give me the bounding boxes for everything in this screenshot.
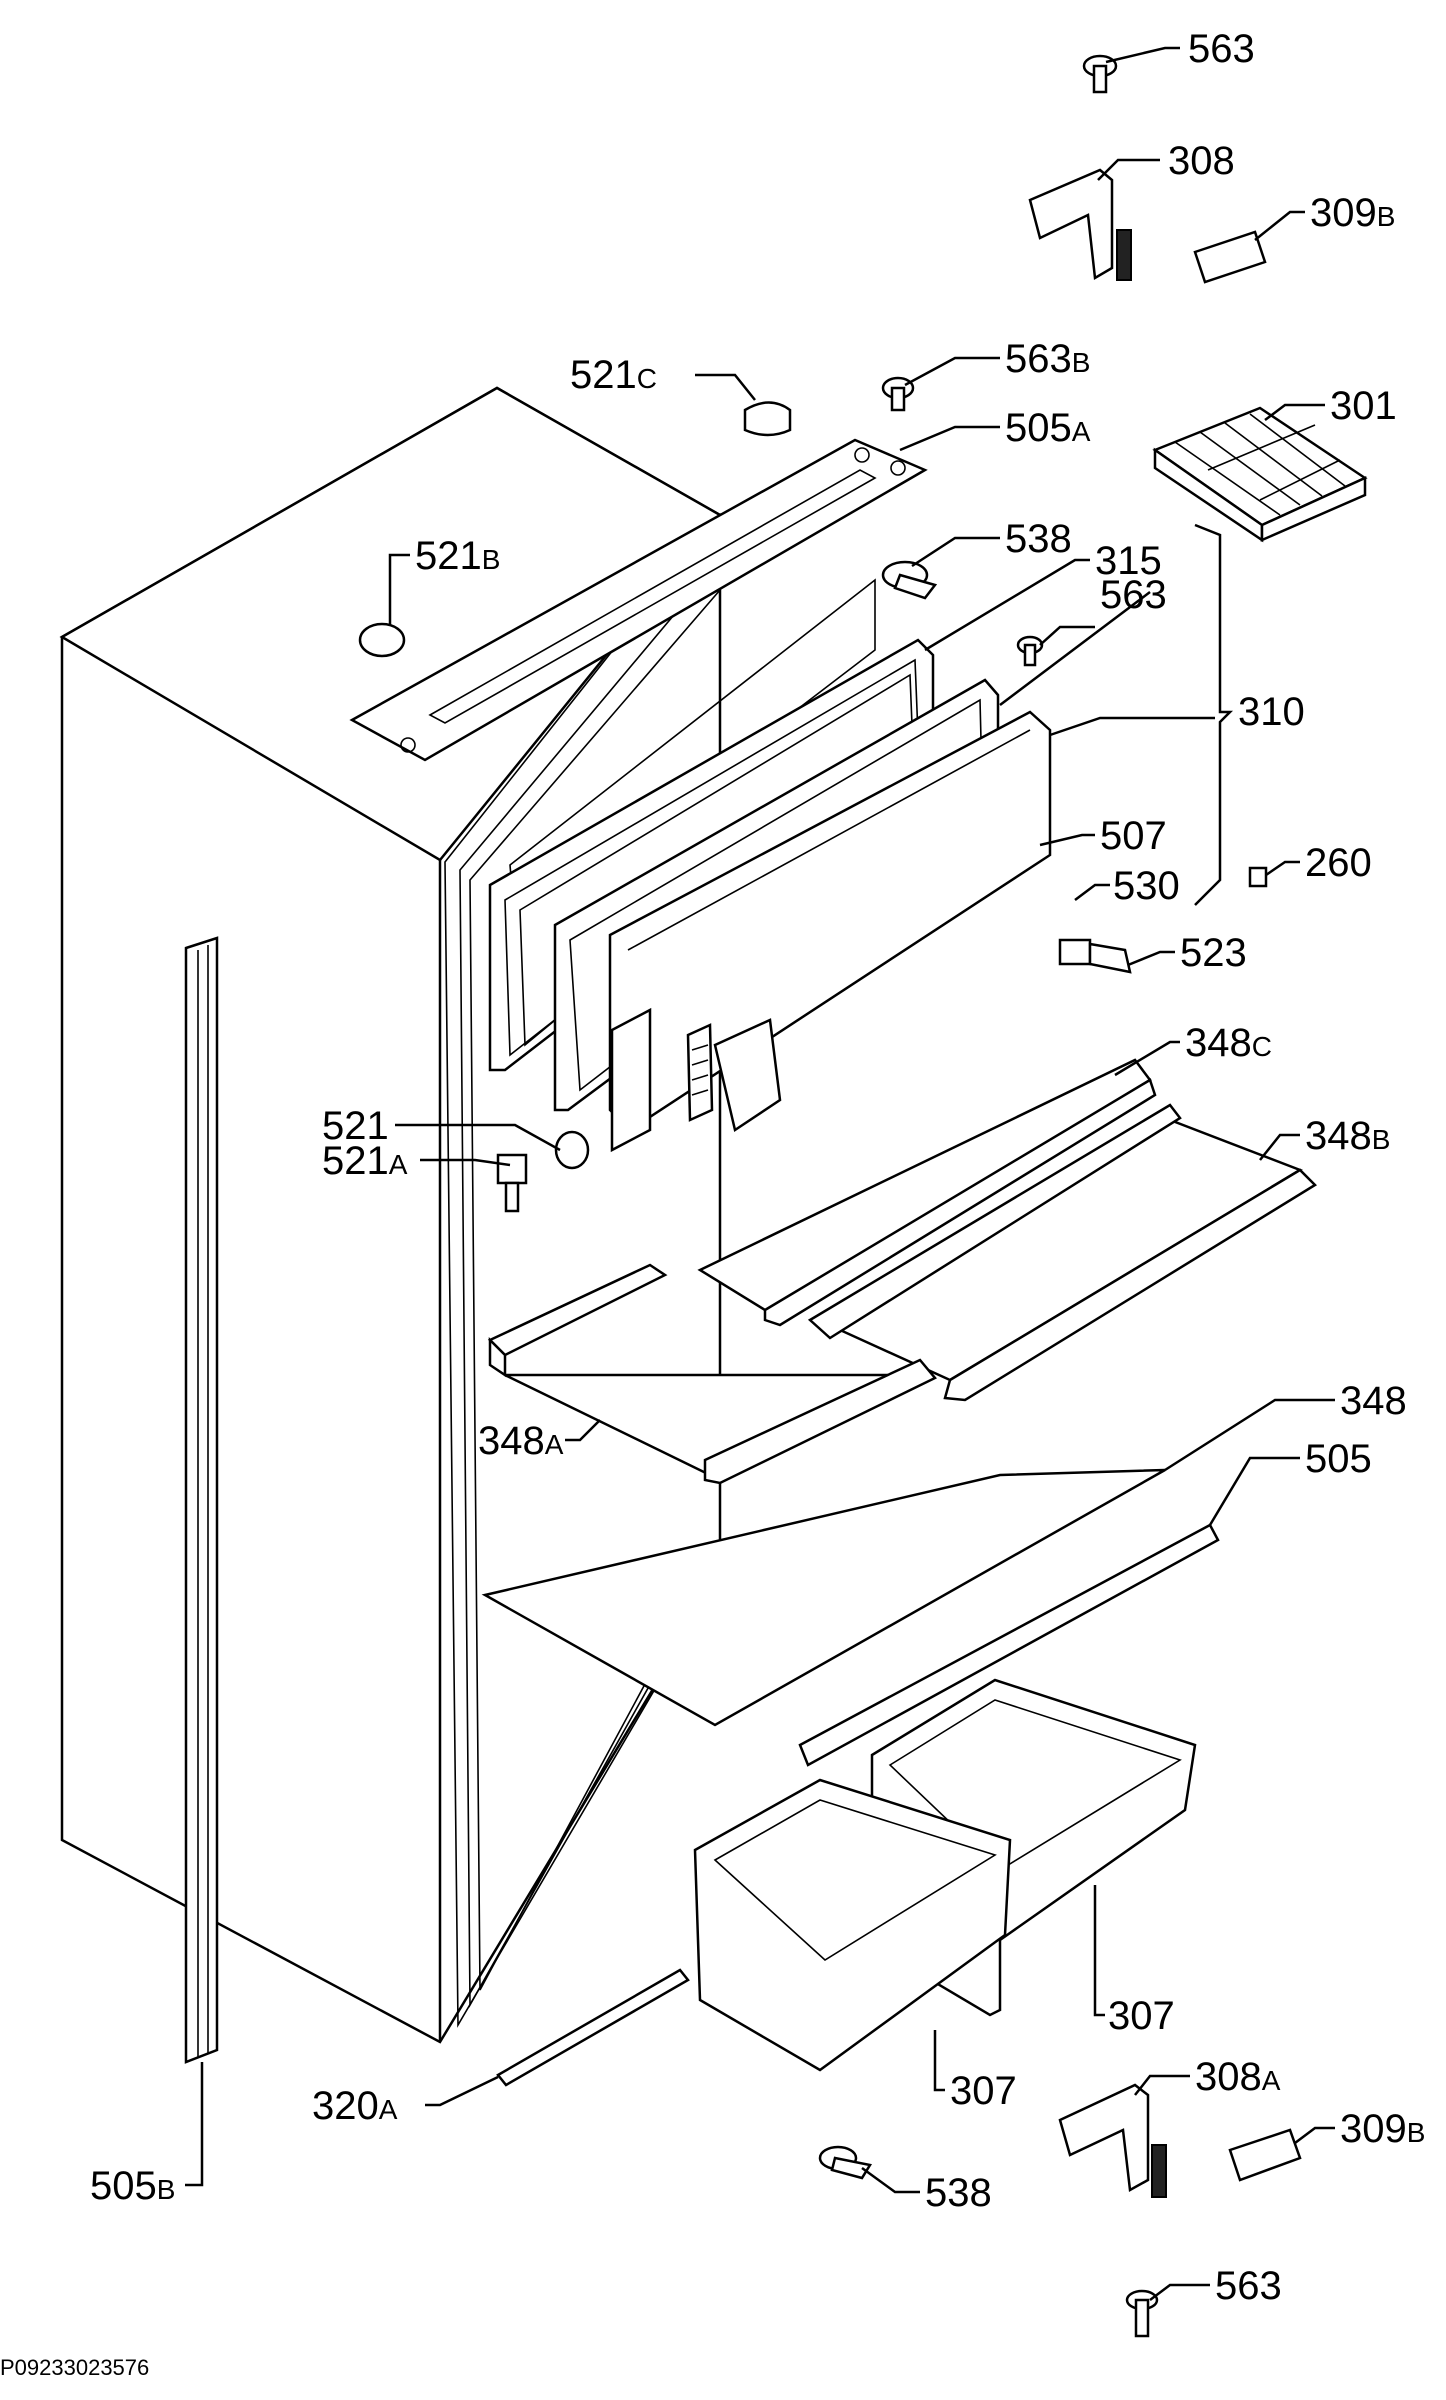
callout-307-right: 307 <box>1108 1994 1175 2038</box>
callout-523: 523 <box>1180 931 1247 975</box>
cap-521 <box>554 1130 590 1170</box>
label-plate-309b-top <box>1193 230 1267 284</box>
callout-530: 530 <box>1113 864 1180 908</box>
part-523 <box>1058 938 1132 974</box>
fastener-521a <box>496 1153 528 1213</box>
cap-521b <box>358 622 406 658</box>
callout-308: 308 <box>1168 139 1235 183</box>
callout-315: 315 <box>1095 539 1162 583</box>
callout-521: 521 <box>322 1104 389 1148</box>
clip-260 <box>1248 866 1268 888</box>
callout-307-left: 307 <box>950 2069 1017 2113</box>
screw-563-mid <box>1016 635 1044 667</box>
callout-563-bottom: 563 <box>1215 2264 1282 2308</box>
bracket-538-bottom <box>818 2145 873 2180</box>
shelf-rail-505 <box>798 1523 1220 1767</box>
label-plate-309b-bottom <box>1228 2128 1302 2182</box>
leader-lines <box>185 46 1335 2301</box>
callout-348c: 348C <box>1185 1021 1272 1065</box>
bottom-rail-320a <box>496 1968 690 2087</box>
crisper-drawer-left <box>693 1778 1012 2072</box>
hinge-308 <box>1028 168 1132 281</box>
callout-538-top: 538 <box>1005 517 1072 561</box>
drawing-code: P09233023576 <box>0 2355 149 2380</box>
cap-521c <box>743 401 792 437</box>
callout-308a: 308A <box>1195 2055 1281 2099</box>
callout-521b: 521B <box>415 534 500 578</box>
bracket-538-top <box>881 560 938 600</box>
callout-505b: 505B <box>90 2164 175 2208</box>
ice-cube-tray <box>1152 406 1368 543</box>
callout-348b: 348B <box>1305 1114 1390 1158</box>
callout-538-bottom: 538 <box>925 2171 992 2215</box>
hinge-308a <box>1058 2083 1167 2198</box>
callout-309b-bottom: 309B <box>1340 2107 1425 2151</box>
callout-348a: 348A <box>478 1419 564 1463</box>
callout-505: 505 <box>1305 1437 1372 1481</box>
fridge-cabinet <box>59 386 876 2044</box>
screw-563b <box>881 376 915 412</box>
shelf-348a <box>487 1263 937 1485</box>
screw-563-bottom <box>1125 2289 1159 2338</box>
callout-507: 507 <box>1100 814 1167 858</box>
shelf-348c <box>697 1058 1157 1327</box>
callout-260: 260 <box>1305 841 1372 885</box>
callout-563-top: 563 <box>1188 27 1255 71</box>
door-seal-strip <box>184 936 219 2064</box>
callout-301: 301 <box>1330 384 1397 428</box>
callout-348: 348 <box>1340 1379 1407 1423</box>
callout-521c: 521C <box>570 353 657 397</box>
callout-563-mid: 563 <box>1100 573 1167 617</box>
callout-505a: 505A <box>1005 406 1091 450</box>
callout-521a: 521A <box>322 1139 408 1183</box>
callout-309b-top: 309B <box>1310 191 1395 235</box>
freezer-door-assembly <box>488 638 1052 1153</box>
callout-563b: 563B <box>1005 337 1090 381</box>
callout-310: 310 <box>1238 690 1305 734</box>
callout-labels: 563 308 309B 521C 563B 505A 301 521B 538… <box>90 27 1425 2308</box>
top-hinge-bar <box>349 438 928 762</box>
callout-320a: 320A <box>312 2084 398 2128</box>
